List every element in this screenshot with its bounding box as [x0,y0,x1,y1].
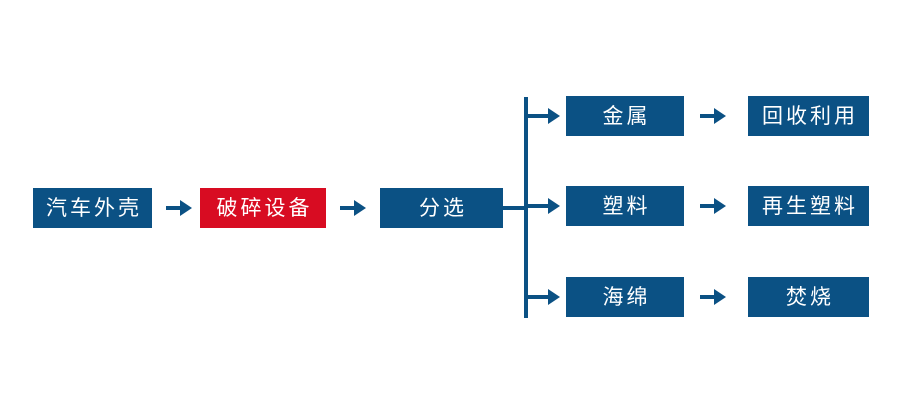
arrow-right-icon-bus-to-plastic [528,195,560,217]
arrow-right-icon-sponge-to-incineration [700,286,726,308]
arrow-right-icon-shell-to-shredder [166,197,192,219]
arrow-right-icon-bus-to-sponge [528,286,560,308]
branch-node-sponge[interactable]: 海绵 [566,277,684,317]
arrow-right-icon-shredder-to-sorting [340,197,366,219]
flow-node-shredder[interactable]: 破碎设备 [200,188,326,228]
flow-node-sorting[interactable]: 分选 [380,188,503,228]
flow-node-shell[interactable]: 汽车外壳 [33,188,152,228]
arrow-right-icon-bus-to-metal [528,105,560,127]
vertical-bus-line [524,97,528,318]
branch-node-metal[interactable]: 金属 [566,96,684,136]
arrow-right-icon-plastic-to-regenerated [700,195,726,217]
branch-outcome-incineration[interactable]: 焚烧 [748,277,869,317]
branch-outcome-recycle[interactable]: 回收利用 [748,96,869,136]
branch-node-plastic[interactable]: 塑料 [566,186,684,226]
branch-outcome-regenerated-plastic[interactable]: 再生塑料 [748,186,869,226]
connector-sorting-to-bus [503,206,527,210]
arrow-right-icon-metal-to-recycle [700,105,726,127]
